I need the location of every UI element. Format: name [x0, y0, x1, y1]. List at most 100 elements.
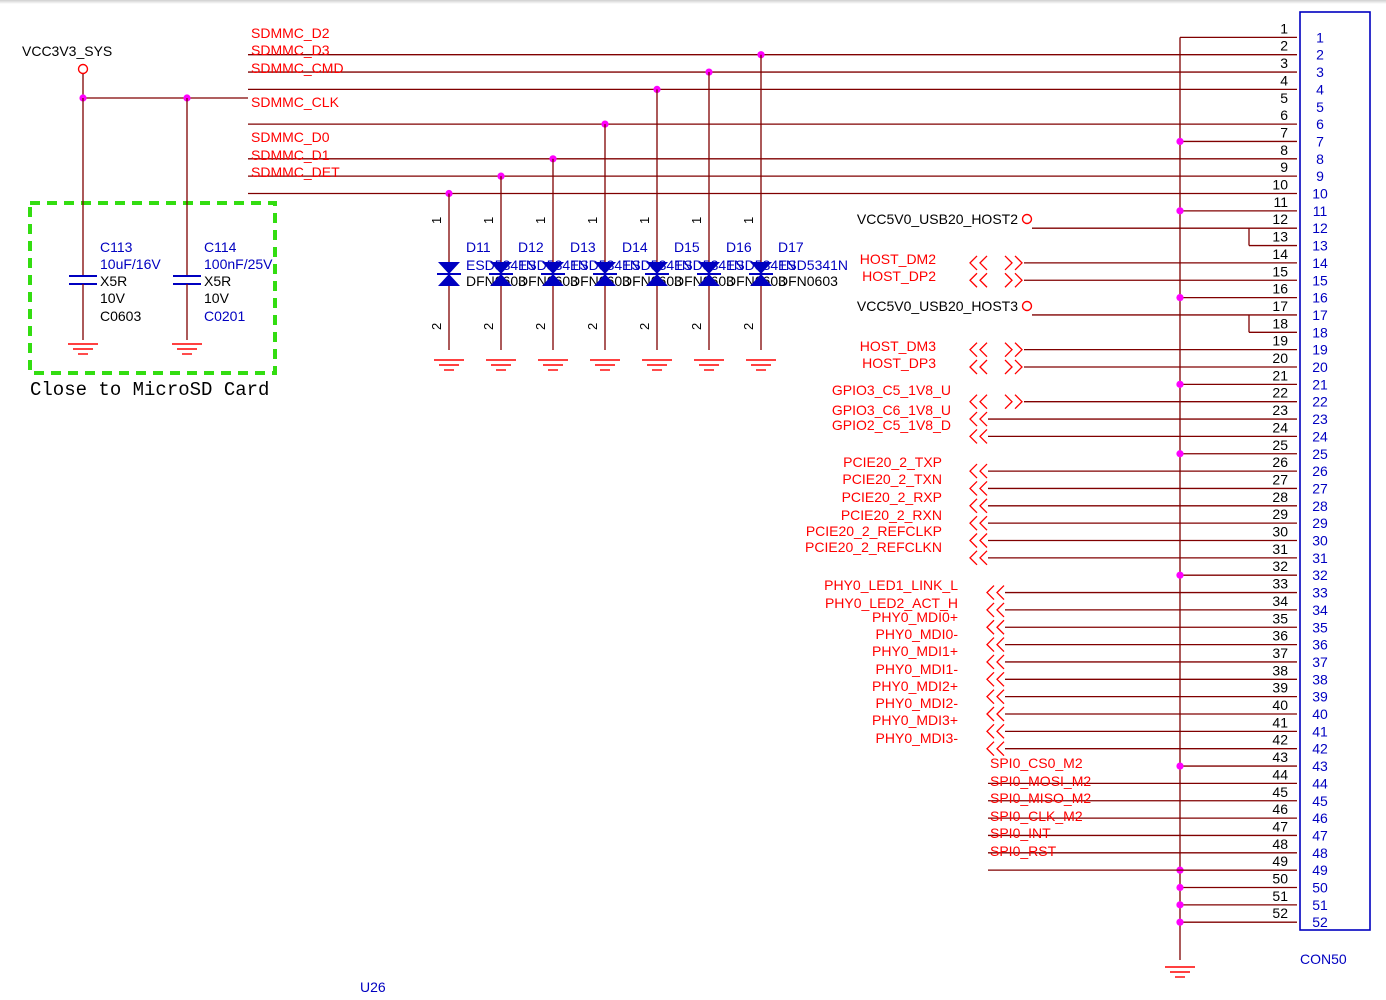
connector-chevron: [986, 689, 995, 705]
ground-symbol: [538, 359, 568, 371]
connector-pin-label: 32: [1312, 567, 1328, 583]
connector-pin-number: 26: [1272, 454, 1288, 470]
connector-pin-label: 42: [1312, 741, 1328, 757]
phy-net-label: PHY0_MDI0+: [872, 609, 958, 625]
diode-ref: D13: [570, 239, 596, 255]
connector-chevron: [986, 723, 995, 739]
connector-pin-number: 2: [1280, 38, 1288, 54]
pcie-net-label: PCIE20_2_REFCLKN: [805, 539, 942, 555]
connector-chevron: [996, 741, 1005, 757]
connector-chevron: [996, 654, 1005, 670]
junction-dot: [1176, 571, 1184, 579]
offpage-connector: [1004, 255, 1023, 271]
connector-pin-label: 39: [1312, 689, 1328, 705]
connector-pin-number: 13: [1272, 229, 1288, 245]
connector-chevron: [969, 480, 978, 496]
diode-pin-number: 2: [429, 323, 444, 330]
junction-dot: [1176, 380, 1184, 388]
connector-pin-label: 21: [1312, 376, 1328, 392]
connector-pin-number: 42: [1272, 732, 1288, 748]
connector-chevron: [969, 550, 978, 566]
offpage-connector: [969, 411, 988, 427]
diode-pin-number: 1: [637, 217, 652, 224]
connector-pin-number: 5: [1280, 90, 1288, 106]
connector-chevron: [979, 480, 988, 496]
connector-pin-label: 48: [1312, 845, 1328, 861]
phy-net-label: PHY0_MDI1-: [876, 661, 959, 677]
connector-chevron: [979, 533, 988, 548]
connector-name: CON50: [1300, 951, 1347, 967]
connector-chevron: [979, 498, 988, 514]
connector-pin-label: 50: [1312, 880, 1328, 896]
connector-chevron: [996, 723, 1005, 739]
usb-net-label: HOST_DM3: [860, 338, 936, 354]
connector-pin-label: 14: [1312, 255, 1328, 271]
diode-body-top: [594, 262, 616, 274]
diode-ref: D11: [466, 239, 491, 255]
connector-pin-number: 18: [1272, 315, 1288, 331]
power-port-symbol: [77, 63, 89, 75]
offpage-connector: [969, 394, 988, 410]
phy-net-label: PHY0_MDI3+: [872, 712, 958, 728]
diode-body-bottom: [490, 274, 512, 286]
junction-dot: [1176, 137, 1184, 146]
diode-part: ESD5341N: [778, 257, 848, 273]
connector-pin-number: 31: [1272, 541, 1288, 557]
power-port-symbol: [1021, 213, 1033, 225]
spi-net-label: SPI0_RST: [990, 843, 1057, 859]
connector-chevron: [969, 463, 978, 479]
connector-pin-label: 45: [1312, 793, 1328, 809]
offpage-connector: [969, 359, 988, 375]
diode-body-bottom: [750, 274, 772, 286]
junction-dot: [1176, 294, 1184, 302]
connector-chevron: [1014, 255, 1023, 271]
connector-pin-number: 4: [1280, 72, 1288, 88]
connector-chevron: [1004, 394, 1013, 410]
connector-chevron: [979, 411, 988, 427]
connector-designator: U26: [360, 979, 386, 995]
connector-chevron: [969, 498, 978, 514]
connector-pin-number: 21: [1272, 367, 1288, 383]
offpage-connector: [986, 619, 1005, 635]
connector-pin-number: 23: [1272, 402, 1288, 418]
connector-pin-number: 3: [1280, 55, 1288, 71]
connector-chevron: [979, 342, 988, 358]
connector-pin-number: 28: [1272, 489, 1288, 505]
offpage-connector: [969, 480, 988, 496]
connector-pin-number: 40: [1272, 697, 1288, 713]
ground-symbol: [68, 343, 98, 355]
connector-chevron: [996, 585, 1005, 601]
offpage-connector: [986, 689, 1005, 705]
connector-pin-number: 10: [1272, 177, 1288, 193]
highlight-box-label: Close to MicroSD Card: [30, 379, 269, 401]
connector-chevron: [996, 689, 1005, 705]
offpage-connector: [1004, 394, 1023, 410]
sd-net-label: SDMMC_CMD: [251, 60, 344, 76]
connector-pin-label: 10: [1312, 186, 1328, 202]
connector-pin-label: 36: [1312, 637, 1328, 653]
pcie-net-label: PCIE20_2_TXP: [843, 454, 942, 470]
connector-pin-label: 2: [1316, 47, 1324, 63]
connector-pin-label: 3: [1316, 64, 1324, 80]
connector-pin-label: 40: [1312, 706, 1328, 722]
connector-pin-label: 35: [1312, 619, 1328, 635]
connector-chevron: [996, 637, 1005, 653]
offpage-connector: [969, 463, 988, 479]
diode-pin-number: 2: [689, 323, 704, 330]
ground-symbol: [746, 359, 776, 371]
diode-body-top: [542, 262, 564, 274]
connector-pin-label: 5: [1316, 99, 1324, 115]
connector-pin-label: 27: [1312, 480, 1328, 496]
connector-pin-number: 17: [1272, 298, 1288, 314]
connector-chevron: [979, 463, 988, 479]
connector-pin-label: 31: [1312, 550, 1328, 566]
connector-chevron: [979, 428, 988, 444]
connector-pin-number: 30: [1272, 524, 1288, 540]
offpage-connector: [969, 255, 988, 271]
connector-pin-label: 22: [1312, 394, 1328, 410]
connector-pin-number: 48: [1272, 836, 1288, 852]
connector-pin-label: 11: [1313, 203, 1328, 219]
diode-body-bottom: [542, 274, 564, 286]
